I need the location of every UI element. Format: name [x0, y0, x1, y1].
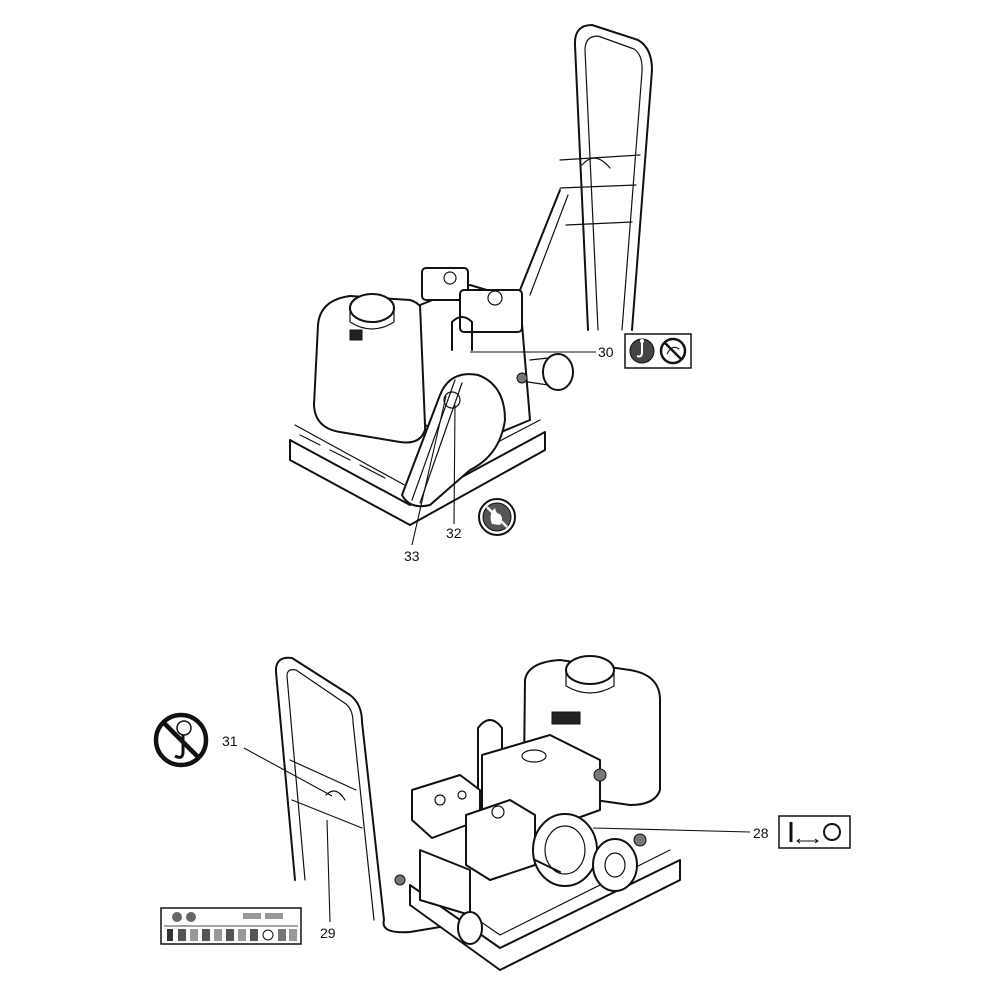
- top-compactor-drawing: [289, 24, 653, 526]
- lifting-hook-icon: [629, 338, 655, 364]
- bottom-compactor-drawing: [274, 655, 681, 971]
- on-off-switch-icon: [778, 815, 851, 849]
- no-fire-icon: [478, 498, 516, 536]
- no-lifting-hook-icon: [153, 712, 209, 768]
- label-30-decal: [624, 333, 692, 369]
- no-rotation-icon: [659, 337, 687, 365]
- callout-30: 30: [598, 344, 614, 360]
- callout-32: 32: [446, 525, 462, 541]
- leader-lines: [243, 351, 751, 923]
- callout-33: 33: [404, 548, 420, 564]
- callout-31: 31: [222, 733, 238, 749]
- callout-29: 29: [320, 925, 336, 941]
- operating-instructions-decal-icon: [160, 907, 302, 945]
- callout-28: 28: [753, 825, 769, 841]
